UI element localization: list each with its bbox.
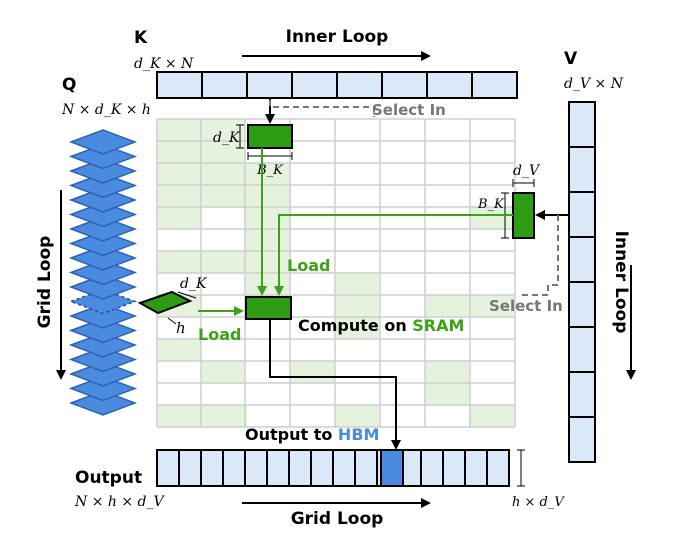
inner-loop-right: Inner Loop — [611, 231, 636, 380]
output-cells — [156, 449, 510, 487]
output-label: Output — [75, 468, 142, 488]
k-block: Select In d_K B_K — [213, 98, 446, 178]
v-dims: d_V × N — [564, 76, 624, 92]
grid-loop-bottom-label: Grid Loop — [291, 509, 384, 529]
q-block-h: h — [176, 319, 186, 337]
select-in-right-label: Select In — [489, 297, 563, 315]
v-cells — [568, 101, 596, 463]
grid-loop-bottom: Grid Loop — [242, 498, 431, 529]
load-paths — [198, 148, 513, 316]
k-block-dk: d_K — [213, 130, 241, 146]
output-prefix: Output to — [245, 425, 338, 444]
v-label: V — [564, 49, 578, 69]
q-dims: N × d_K × h — [61, 102, 151, 118]
k-select-dash — [269, 100, 375, 117]
v-green-block — [512, 192, 535, 239]
inner-loop-right-label: Inner Loop — [611, 231, 631, 334]
q-label: Q — [62, 75, 76, 95]
output-path — [269, 319, 401, 450]
k-green-block — [247, 124, 293, 149]
grid-lines — [156, 118, 516, 428]
attention-grid — [156, 118, 516, 428]
v-block-bk: B_K — [477, 197, 505, 212]
output-matrix: Output N × h × d_V h × d_V — [74, 449, 565, 510]
v-block: d_V B_K Select In — [477, 163, 569, 315]
compute-sram: SRAM — [412, 316, 464, 335]
output-hbm-cell — [380, 449, 404, 487]
grid-loop-left-label: Grid Loop — [35, 236, 55, 329]
compute-green-block — [245, 296, 292, 320]
k-cells — [156, 71, 518, 99]
load-left-label: Load — [198, 325, 241, 344]
q-block: d_K h — [137, 276, 208, 337]
inner-loop-top: Inner Loop — [242, 27, 431, 61]
q-green-block — [137, 290, 193, 315]
compute-label: Compute on SRAM — [298, 316, 464, 335]
compute-prefix: Compute on — [298, 316, 412, 335]
k-block-bk: B_K — [256, 163, 284, 178]
output-side-dims: h × d_V — [512, 495, 565, 510]
q-matrix: Q N × d_K × h — [61, 75, 151, 416]
k-label: K — [134, 28, 148, 48]
compute-block: Compute on SRAM Output to HBM — [245, 296, 464, 450]
output-to-label: Output to HBM — [245, 425, 379, 444]
q-diamond — [68, 129, 138, 155]
load-top-label: Load — [287, 256, 330, 275]
v-matrix: V d_V × N — [564, 49, 624, 463]
inner-loop-top-label: Inner Loop — [286, 27, 389, 47]
v-select-dash — [520, 215, 559, 296]
k-dims: d_K × N — [134, 56, 194, 72]
v-block-dv: d_V — [513, 163, 541, 179]
output-hbm: HBM — [338, 425, 380, 444]
q-diamond-stack — [68, 129, 138, 416]
output-dims: N × h × d_V — [74, 494, 165, 510]
k-matrix: K d_K × N — [134, 28, 518, 99]
select-in-top-label: Select In — [372, 101, 446, 119]
grid-loop-left: Grid Loop — [35, 190, 66, 380]
q-diamond — [68, 288, 138, 315]
q-block-dk: d_K — [180, 276, 208, 292]
